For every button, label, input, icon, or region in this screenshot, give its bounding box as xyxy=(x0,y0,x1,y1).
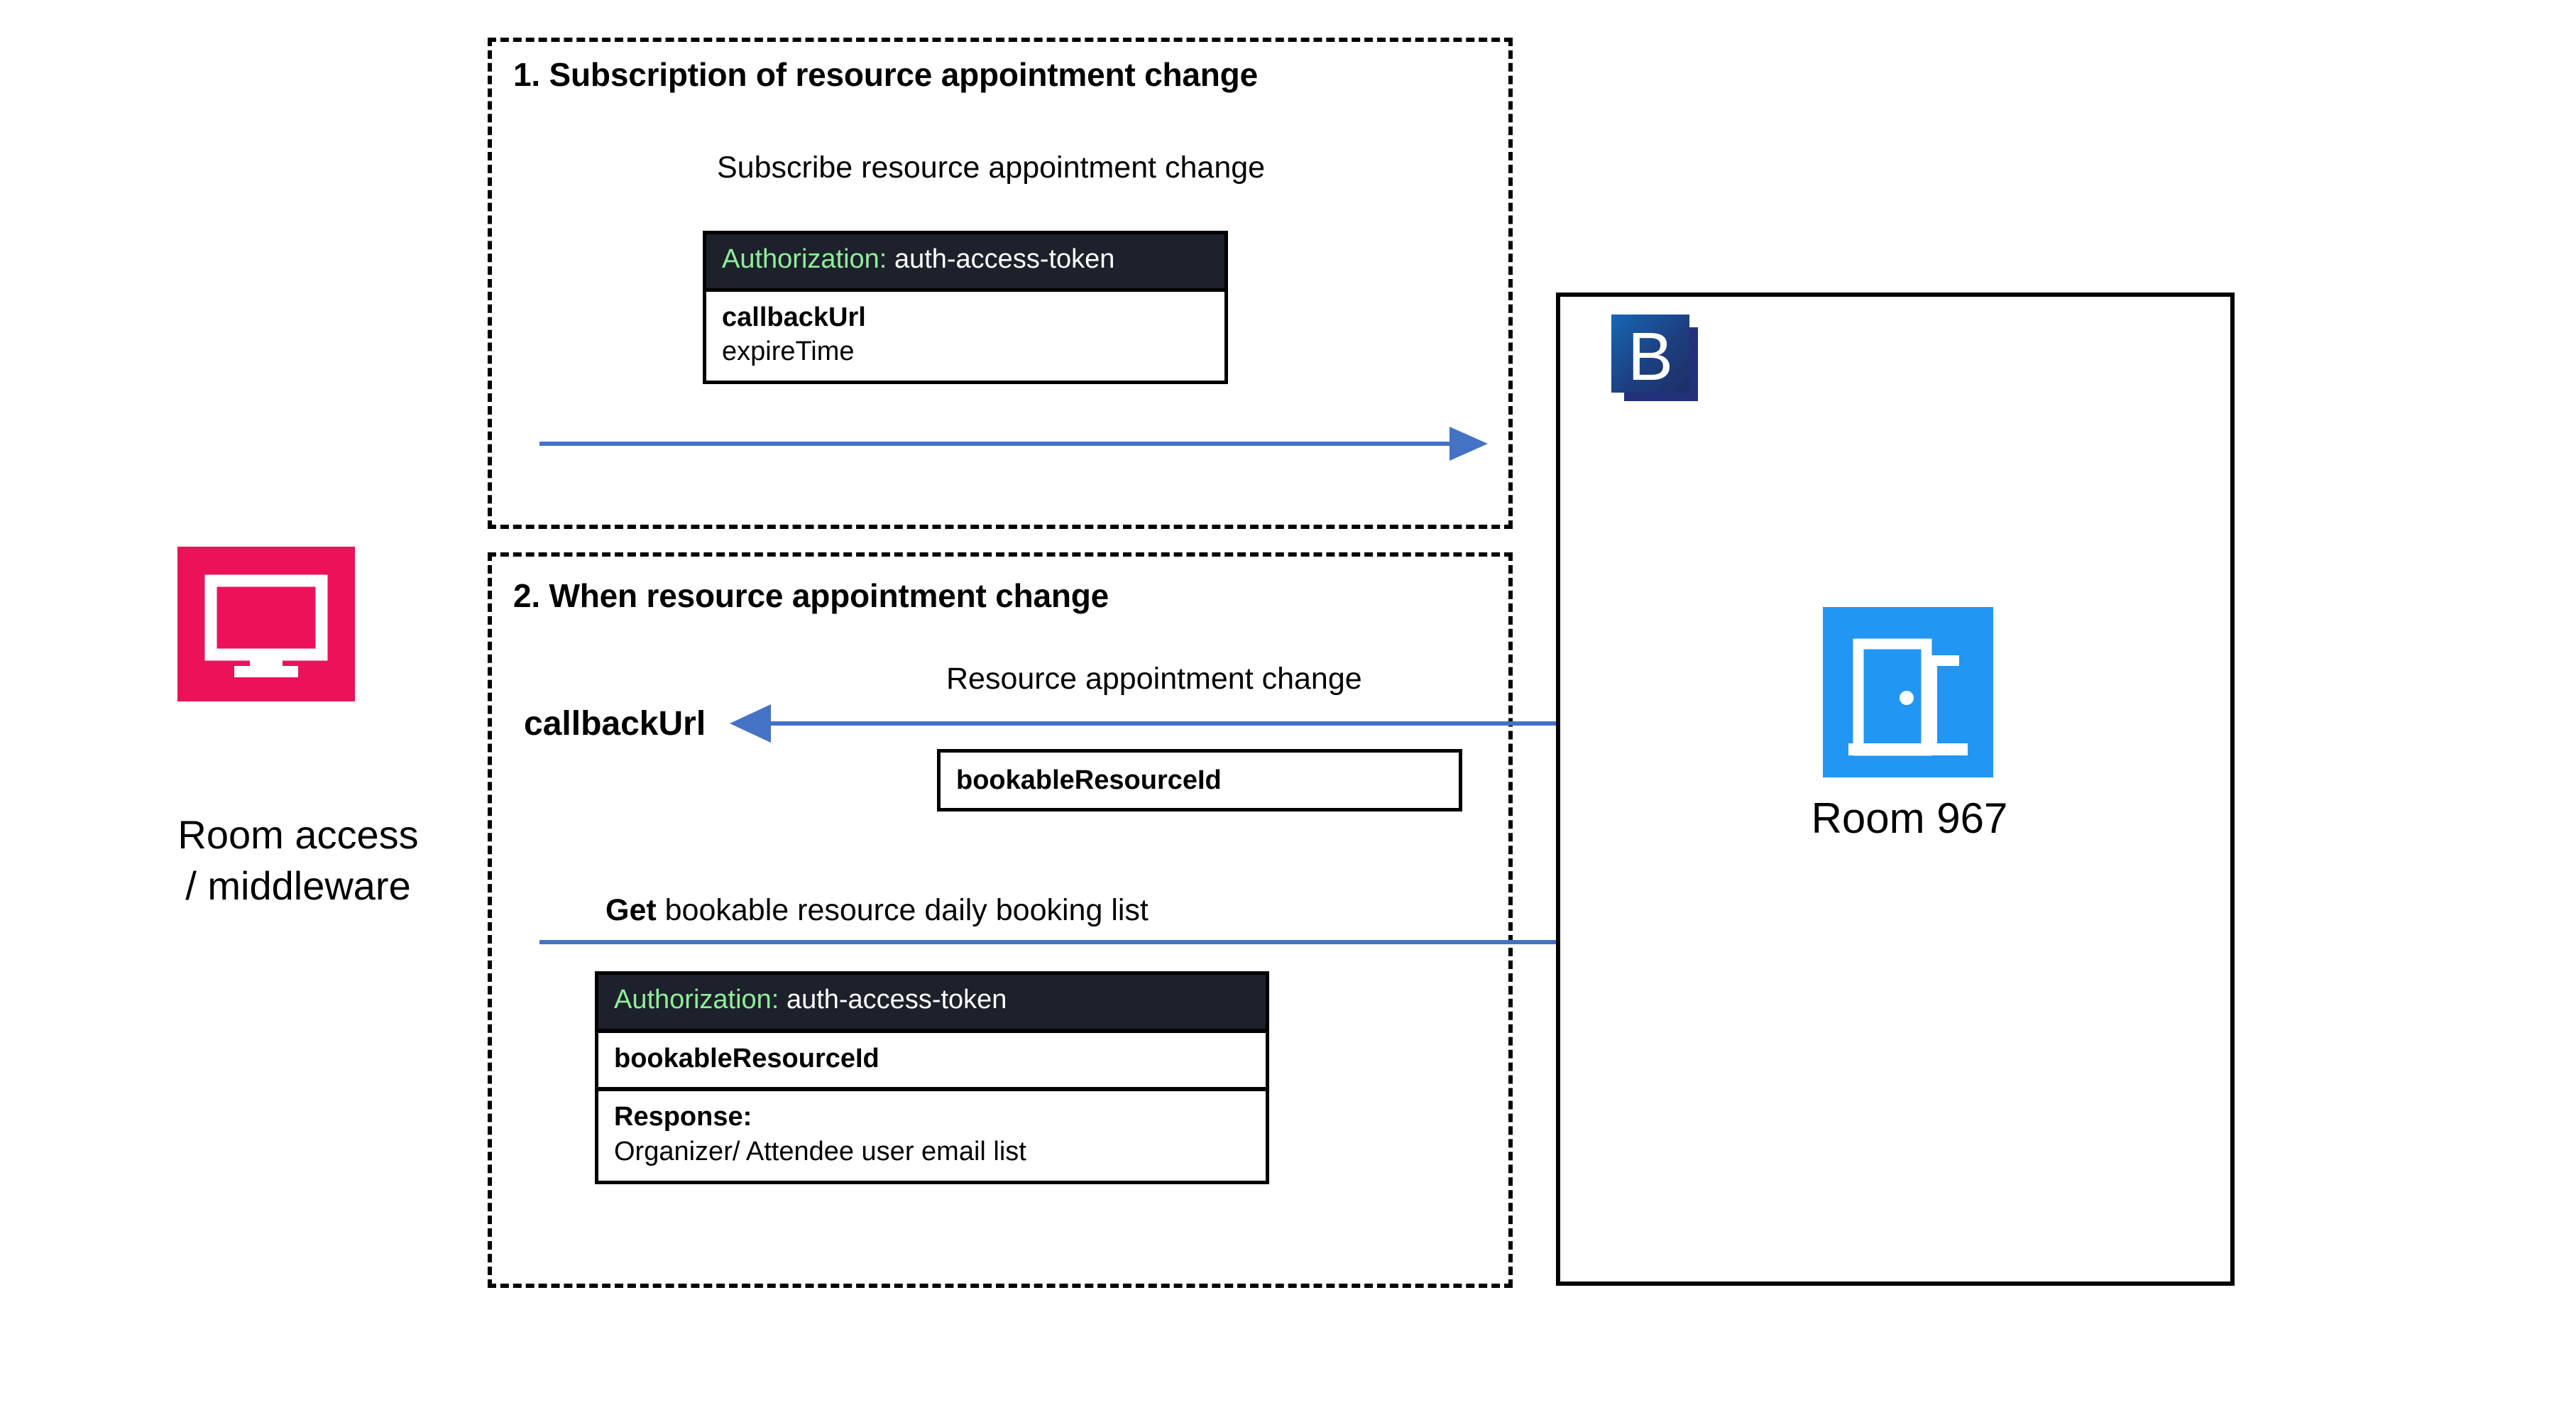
step-2-container xyxy=(488,552,1513,1288)
bookable-resource-id-label: bookableResourceId xyxy=(956,765,1222,795)
resource-change-arrow-label: Resource appointment change xyxy=(946,662,1362,696)
get-request-field-row: bookableResourceId xyxy=(598,1032,1266,1088)
bookable-resource-id-box: bookableResourceId xyxy=(937,749,1462,811)
get-rest-label: bookable resource daily booking list xyxy=(656,893,1149,927)
room-label: Room 967 xyxy=(1811,794,2008,842)
actor-label-line2: / middleware xyxy=(185,863,411,908)
monitor-icon xyxy=(177,547,355,701)
subscribe-auth-header: Authorization: auth-access-token xyxy=(706,234,1224,292)
step-1-title: 1. Subscription of resource appointment … xyxy=(513,56,1258,93)
auth-value-label: auth-access-token xyxy=(786,985,1007,1015)
field-expiretime: expireTime xyxy=(722,337,855,367)
door-icon xyxy=(1823,607,1993,777)
resource-system-panel xyxy=(1556,293,2235,1286)
field-bookableresourceid: bookableResourceId xyxy=(614,1043,879,1073)
get-booking-list-arrow-label: Get bookable resource daily booking list xyxy=(605,893,1149,928)
auth-key-label: Authorization: xyxy=(722,244,887,274)
subscribe-request-box: Authorization: auth-access-token callbac… xyxy=(703,231,1228,384)
get-booking-list-request-box: Authorization: auth-access-token bookabl… xyxy=(595,971,1269,1184)
auth-value-label: auth-access-token xyxy=(894,244,1115,274)
response-title: Response: xyxy=(614,1102,752,1132)
get-response-row: Response: Organizer/ Attendee user email… xyxy=(598,1087,1266,1181)
get-verb-label: Get xyxy=(605,893,657,927)
auth-key-label: Authorization: xyxy=(614,985,779,1015)
callbackurl-endpoint-label: callbackUrl xyxy=(524,705,706,743)
step-2-title: 2. When resource appointment change xyxy=(513,577,1109,614)
get-auth-header: Authorization: auth-access-token xyxy=(598,975,1266,1033)
brand-b-logo-icon: B xyxy=(1611,315,1711,414)
svg-text:B: B xyxy=(1628,319,1673,395)
subscribe-arrow xyxy=(539,427,1488,461)
response-value: Organizer/ Attendee user email list xyxy=(614,1136,1026,1166)
subscribe-fields: callbackUrl expireTime xyxy=(706,291,1224,381)
actor-label-line1: Room access xyxy=(177,812,419,857)
field-callbackurl: callbackUrl xyxy=(722,302,866,332)
step-1-container xyxy=(488,38,1513,529)
subscribe-arrow-label: Subscribe resource appointment change xyxy=(717,151,1266,185)
actor-label: Room access / middleware xyxy=(114,809,483,911)
